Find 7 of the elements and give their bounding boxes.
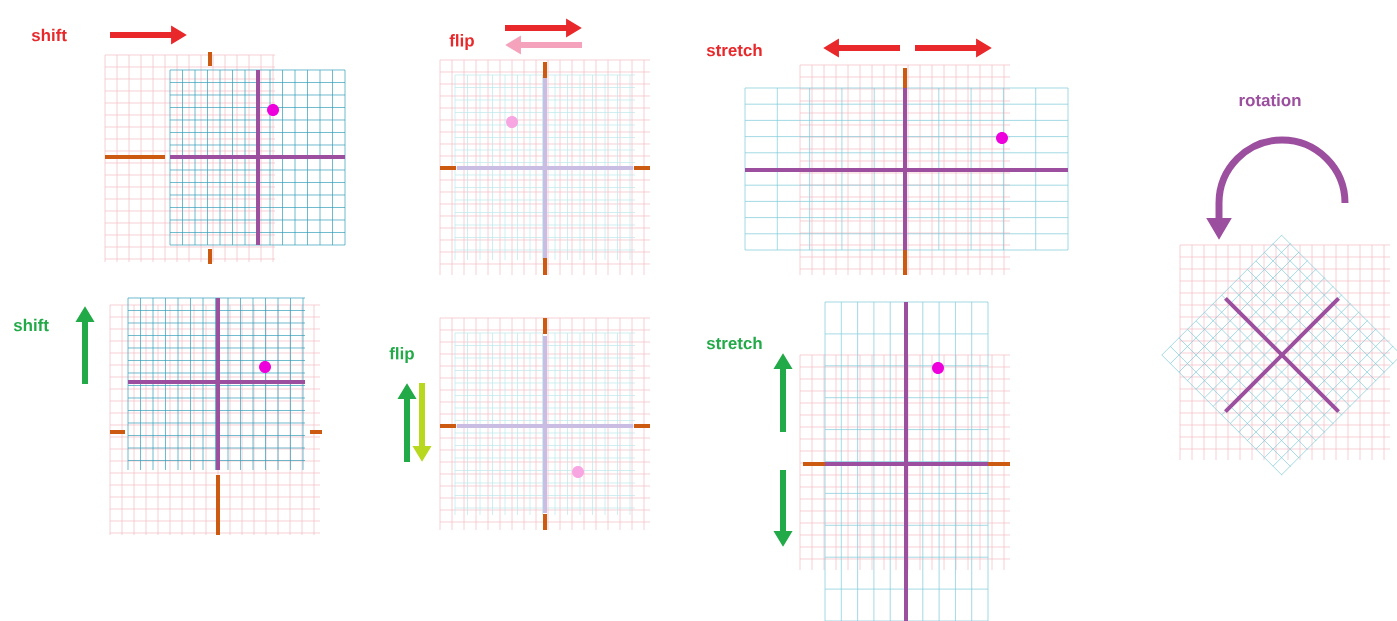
transformation-label: stretch [706,336,762,350]
transformation-label: rotation [1239,93,1301,107]
transformation-label: flip [449,34,474,50]
transformation-label: shift [13,318,49,332]
transformation-label: stretch [706,43,762,57]
transformation-label: shift [31,28,67,42]
transformation-label: flip [389,347,414,363]
